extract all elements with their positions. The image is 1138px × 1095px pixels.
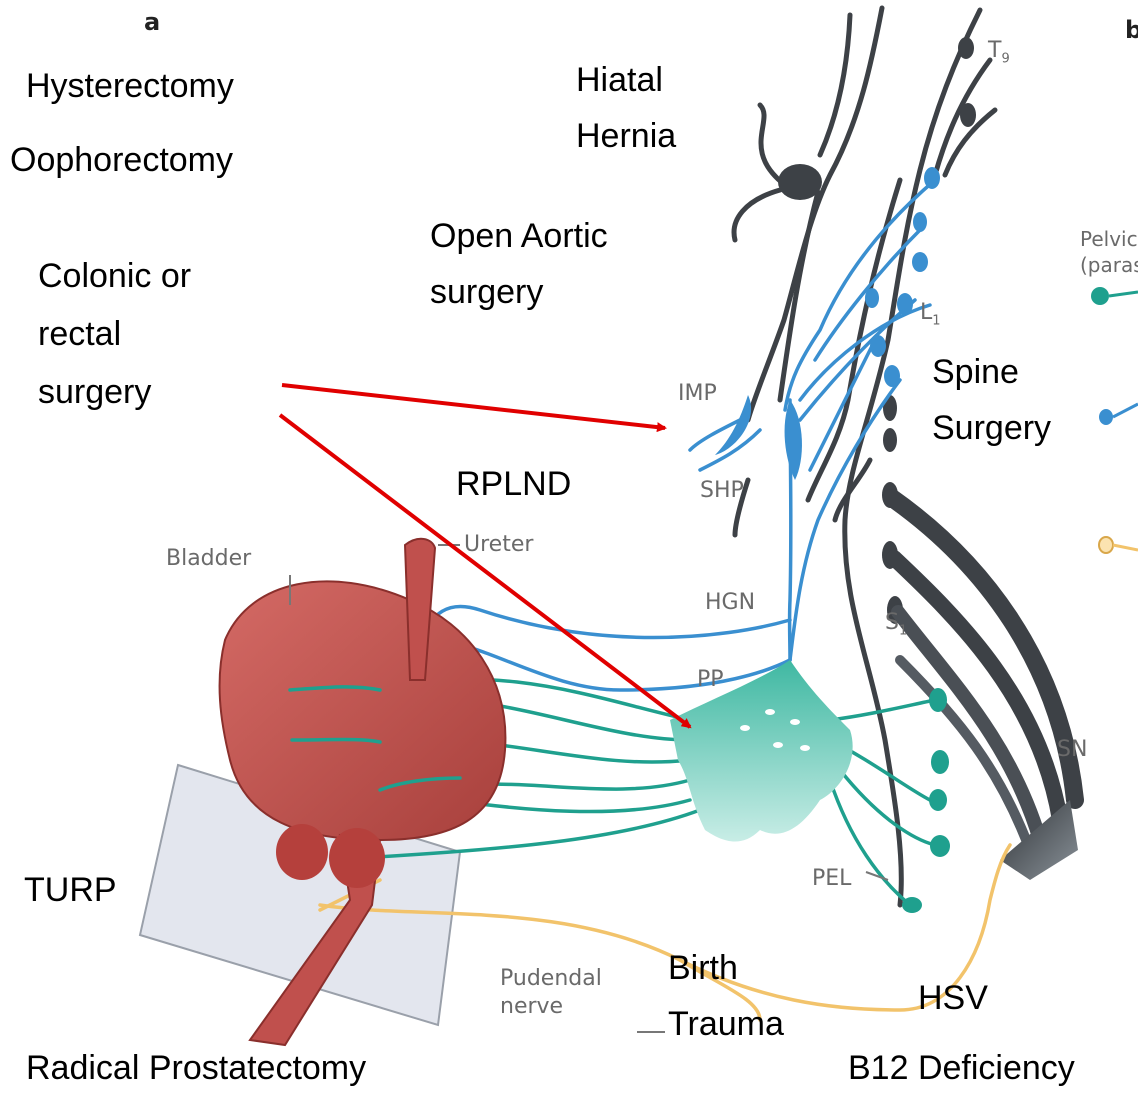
label-pp: PP xyxy=(697,667,724,693)
label-pelvic-line2: (paras xyxy=(1080,252,1138,278)
label-l1: L1 xyxy=(920,300,941,334)
panel-a-label: a xyxy=(144,8,160,36)
panel-b-fragment xyxy=(1091,287,1138,553)
arrow-to-imp xyxy=(282,385,665,428)
label-t9: T9 xyxy=(988,38,1010,72)
label-radical-prostatectomy: Radical Prostatectomy xyxy=(26,1046,366,1090)
label-spine-line2: Surgery xyxy=(932,406,1051,450)
label-hiatal-line1: Hiatal xyxy=(576,58,663,102)
label-hgn: HGN xyxy=(705,590,755,616)
label-colonic-line1: Colonic or xyxy=(38,254,191,298)
label-colonic-line2: rectal xyxy=(38,312,121,356)
label-birth-line1: Birth xyxy=(668,946,738,990)
label-b12-deficiency: B12 Deficiency xyxy=(848,1046,1075,1090)
sacral-nerves xyxy=(892,498,1078,880)
label-pelvic-line1: Pelvic xyxy=(1080,226,1138,252)
label-rplnd: RPLND xyxy=(456,462,571,506)
label-ureter: Ureter xyxy=(464,532,533,558)
label-colonic-line3: surgery xyxy=(38,370,151,414)
label-hiatal-line2: Hernia xyxy=(576,114,676,158)
label-pel: PEL xyxy=(812,866,851,892)
label-shp: SHP xyxy=(700,478,744,504)
label-birth-line2: Trauma xyxy=(668,1002,784,1046)
label-bladder: Bladder xyxy=(166,546,251,572)
label-hysterectomy: Hysterectomy xyxy=(26,64,234,108)
label-spine-line1: Spine xyxy=(932,350,1019,394)
label-pudendal-line1: Pudendal xyxy=(500,966,602,992)
label-imp: IMP xyxy=(678,381,717,407)
label-hsv: HSV xyxy=(918,976,988,1020)
label-open-aortic-line1: Open Aortic xyxy=(430,214,608,258)
label-s1: S1 xyxy=(885,610,907,644)
label-turp: TURP xyxy=(24,868,117,912)
label-oophorectomy: Oophorectomy xyxy=(10,138,233,182)
label-pudendal-line2: nerve xyxy=(500,994,563,1020)
label-open-aortic-line2: surgery xyxy=(430,270,543,314)
panel-b-label: b xyxy=(1125,16,1138,44)
label-sn: SN xyxy=(1057,737,1087,763)
